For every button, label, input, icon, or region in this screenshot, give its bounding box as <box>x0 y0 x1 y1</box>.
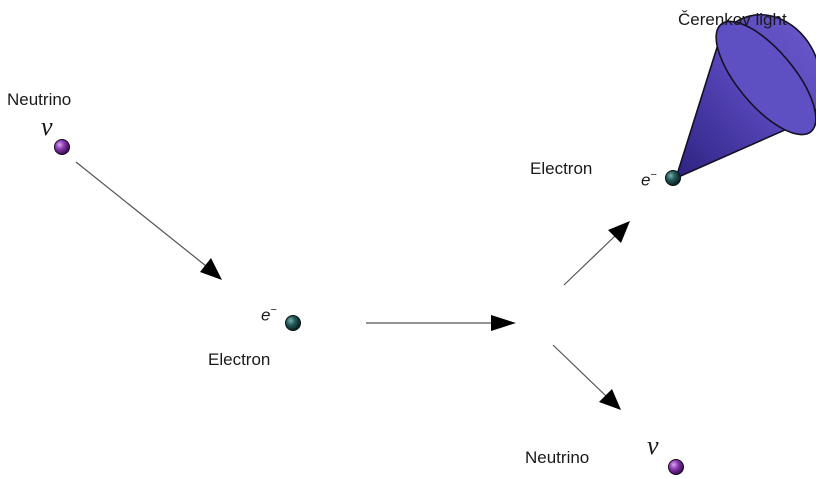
arrow-recoil <box>366 315 516 331</box>
cerenkov-label: Čerenkov light <box>678 10 787 29</box>
neutrino-out-symbol: ν <box>647 431 659 460</box>
arrow-electron-out <box>563 221 630 286</box>
neutrino-in-symbol: ν <box>41 112 53 141</box>
neutrino-in-label: Neutrino <box>7 90 72 109</box>
cerenkov-cone <box>674 13 816 180</box>
electron-target-symbol: e− <box>261 304 277 325</box>
electron-scattered-symbol: e− <box>641 169 657 190</box>
arrow-incoming-neutrino <box>75 161 222 280</box>
electron-out-particle <box>665 170 681 186</box>
neutrino-in-particle <box>54 139 70 155</box>
electron-scattered-label: Electron <box>530 159 593 178</box>
electron-target-particle <box>285 315 301 331</box>
neutrino-out-particle <box>668 459 684 475</box>
neutrino-out-label: Neutrino <box>525 448 590 467</box>
arrow-neutrino-out <box>552 344 621 410</box>
electron-target-label: Electron <box>208 350 271 369</box>
